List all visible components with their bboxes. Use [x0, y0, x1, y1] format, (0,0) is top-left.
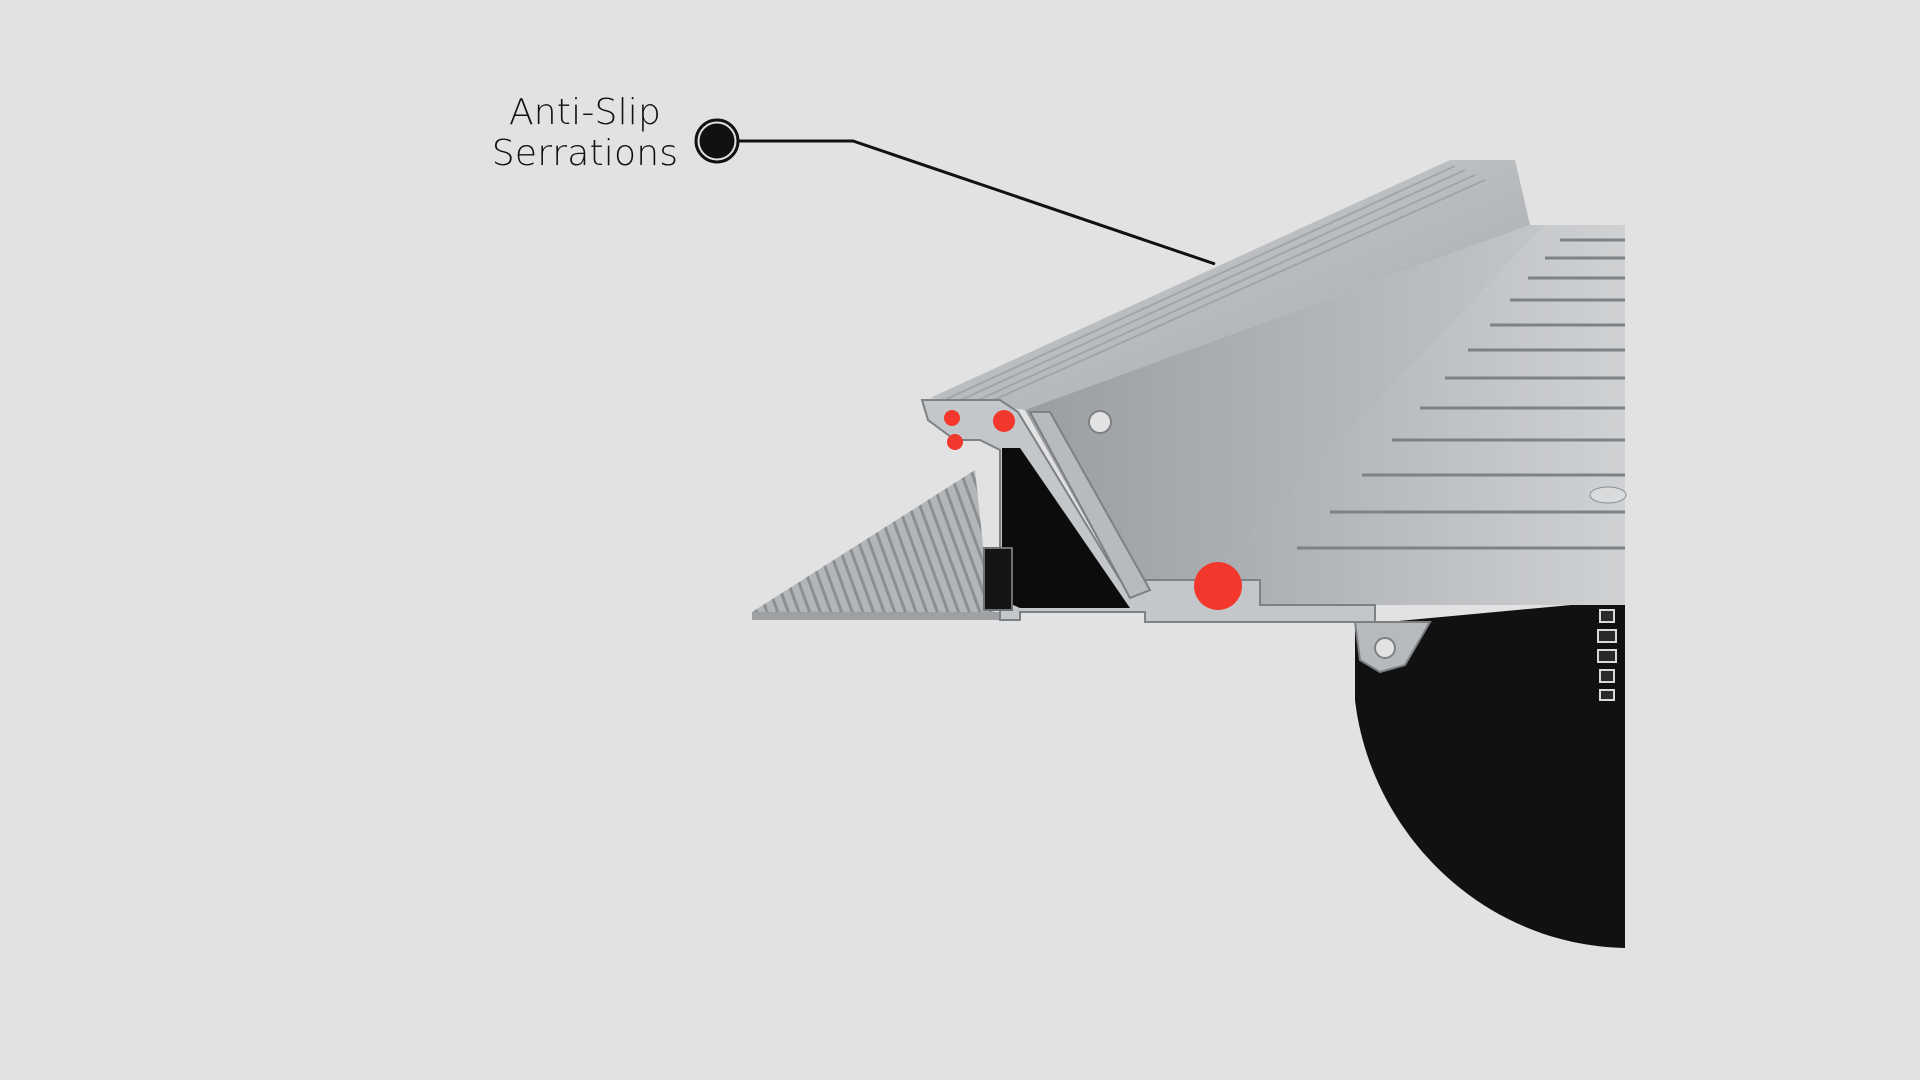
rubber-bellow — [1355, 600, 1625, 948]
callout-leader-line — [738, 139, 1216, 266]
callout-label: Anti-Slip Serrations — [470, 92, 700, 174]
seal-cord — [1194, 562, 1242, 610]
anchor-screws — [1597, 609, 1617, 701]
sloped-face — [1025, 225, 1545, 580]
callout-marker — [696, 120, 738, 162]
seal-cord — [947, 434, 963, 450]
fastener-head — [1589, 486, 1627, 504]
callout-label-line2: Serrations — [491, 133, 679, 174]
plate-ribs — [1297, 238, 1625, 550]
seal-cord — [944, 410, 960, 426]
gasket-strip — [983, 547, 1013, 611]
callout-label-line1: Anti-Slip — [508, 92, 662, 133]
seal-cord — [993, 410, 1015, 432]
cross-section — [920, 399, 1432, 674]
cover-plate — [1210, 225, 1625, 605]
hollow-chamber — [1002, 448, 1130, 608]
serrated-flange — [752, 470, 1015, 618]
